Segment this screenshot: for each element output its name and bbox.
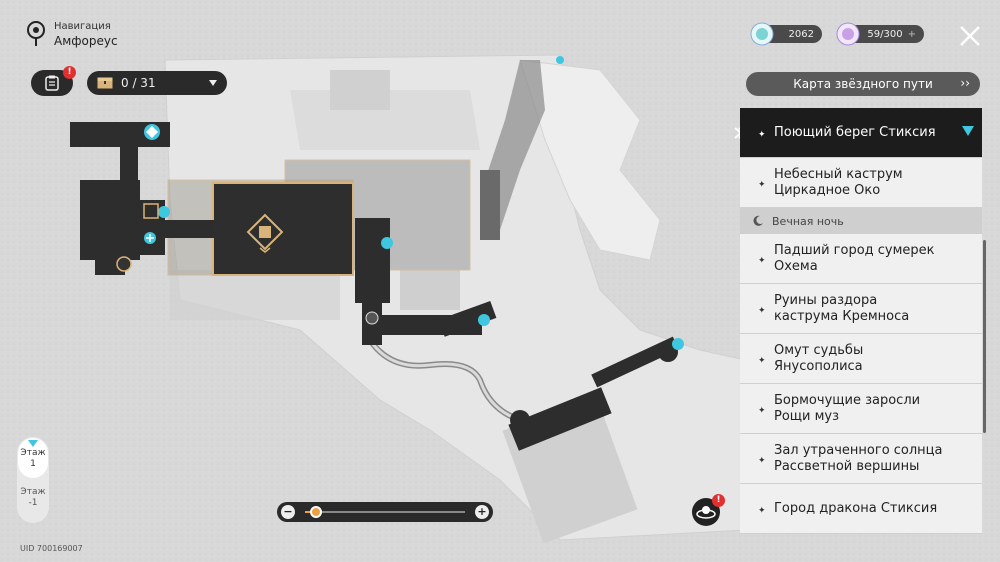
close-icon[interactable]: [958, 24, 982, 48]
location-title: Руины раздора: [774, 292, 878, 308]
star-icon: ✦: [758, 255, 766, 266]
clipboard-icon: [45, 75, 59, 91]
star-path-map-button[interactable]: Карта звёздного пути ››: [746, 72, 980, 96]
zoom-in-button[interactable]: +: [475, 505, 489, 519]
floor-number: -1: [28, 498, 38, 508]
location-title: Омут судьбы: [774, 342, 864, 358]
currency2-value: 59/300: [867, 28, 903, 40]
star-icon: ✦: [758, 505, 766, 516]
user-id: UID 700169007: [20, 544, 83, 553]
location-item[interactable]: ✦ Омут судьбы Янусополиса: [740, 334, 982, 384]
location-title: Поющий берег Стиксия: [774, 124, 936, 140]
location-title: Бормочущие заросли: [774, 392, 921, 408]
location-title: Небесный каструм: [774, 166, 903, 182]
dream-ticker-button[interactable]: !: [692, 494, 725, 526]
compass-icon[interactable]: [116, 256, 132, 272]
floor-label: Этаж: [20, 487, 46, 497]
stellar-jade-counter[interactable]: 2062: [750, 22, 822, 46]
teleport-icon[interactable]: [158, 56, 684, 350]
zoom-track[interactable]: [305, 511, 465, 513]
location-item-castrum[interactable]: ✦ Небесный каструм Циркадное Око: [740, 158, 982, 208]
current-area: [212, 182, 354, 276]
floor-number: 1: [30, 459, 36, 469]
trailblaze-power-counter[interactable]: 59/300 +: [836, 22, 924, 46]
location-item[interactable]: ✦ Руины раздора каструма Кремноса: [740, 284, 982, 334]
chest-count: 0 / 31: [121, 76, 156, 90]
location-subtitle: каструма Кремноса: [774, 308, 910, 324]
location-subtitle: Циркадное Око: [774, 182, 881, 198]
treasure-chest-icon: [97, 77, 113, 89]
location-item[interactable]: ✦ Бормочущие заросли Рощи муз: [740, 384, 982, 434]
location-title: Падший город сумерек: [774, 242, 935, 258]
zoom-slider-handle[interactable]: [310, 506, 323, 518]
add-power-icon[interactable]: +: [907, 28, 916, 40]
moon-icon: [753, 215, 763, 226]
star-icon: ✦: [758, 305, 766, 316]
location-title: Город дракона Стиксия: [774, 500, 938, 516]
location-item[interactable]: ✦ Город дракона Стиксия: [740, 484, 982, 534]
area-lock-icon[interactable]: [246, 213, 284, 253]
star-icon: ✦: [758, 129, 766, 140]
quest-alert-badge: !: [63, 66, 76, 79]
current-location-marker-icon: [962, 126, 974, 136]
location-pin-icon: [27, 21, 45, 46]
chevron-right-icon: ››: [960, 76, 970, 90]
elevator-icon[interactable]: [365, 311, 379, 325]
navigation-header: Навигация Амфореус: [26, 20, 118, 50]
location-item-styxia-shore[interactable]: ✦ Поющий берег Стиксия: [740, 108, 982, 158]
location-subtitle: Охема: [774, 258, 818, 274]
floor-1-button[interactable]: Этаж 1: [18, 438, 48, 478]
space-anchor-icon[interactable]: [144, 124, 160, 140]
currency1-value: 2062: [788, 28, 814, 40]
quest-log-button[interactable]: !: [31, 66, 76, 96]
star-icon: ✦: [758, 179, 766, 190]
floor-label: Этаж: [20, 448, 46, 458]
mission-icon[interactable]: [144, 232, 156, 244]
current-floor-marker-icon: [28, 440, 38, 447]
chest-counter-dropdown[interactable]: 0 / 31: [87, 71, 227, 95]
location-title: Зал утраченного солнца: [774, 442, 943, 458]
trailblaze-power-icon: [836, 22, 860, 46]
location-name: Амфореус: [54, 34, 118, 48]
star-path-label: Карта звёздного пути: [793, 77, 933, 91]
chevron-down-icon: [209, 80, 217, 86]
star-icon: ✦: [758, 455, 766, 466]
location-subtitle: Рощи муз: [774, 408, 840, 424]
shop-icon[interactable]: [143, 203, 159, 219]
section-title: Вечная ночь: [772, 214, 844, 228]
world-icon: [696, 506, 716, 519]
list-scrollbar[interactable]: [983, 240, 986, 433]
zoom-control: − +: [277, 502, 493, 522]
location-subtitle: Рассветной вершины: [774, 458, 920, 474]
star-icon: ✦: [758, 405, 766, 416]
dream-alert-badge: !: [712, 494, 725, 507]
location-list: ✦ Поющий берег Стиксия ✦ Небесный кастру…: [740, 108, 982, 534]
floor-selector: Этаж 1 Этаж -1: [17, 437, 49, 523]
section-header: Вечная ночь: [740, 208, 982, 234]
location-item[interactable]: ✦ Падший город сумерек Охема: [740, 234, 982, 284]
location-item[interactable]: ✦ Зал утраченного солнца Рассветной верш…: [740, 434, 982, 484]
navigation-label: Навигация: [54, 21, 111, 32]
floor-minus1-button[interactable]: Этаж -1: [18, 487, 48, 509]
zoom-out-button[interactable]: −: [281, 505, 295, 519]
stellar-jade-icon: [750, 22, 774, 46]
location-subtitle: Янусополиса: [774, 358, 863, 374]
star-icon: ✦: [758, 355, 766, 366]
